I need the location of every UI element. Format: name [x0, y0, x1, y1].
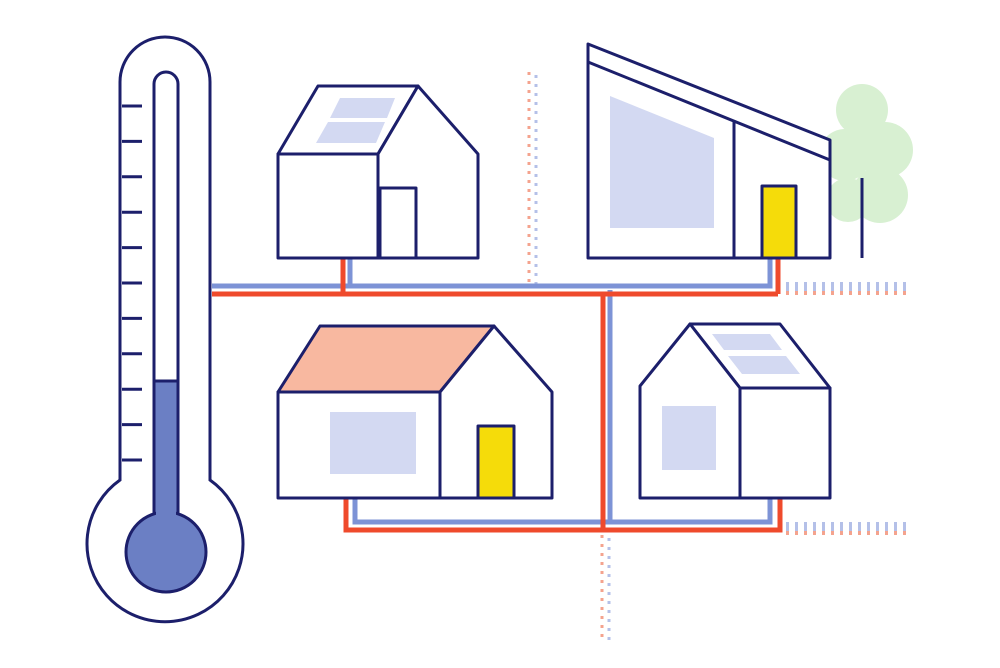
- dashed-boundary-right-top: [786, 282, 910, 295]
- thermometer-ticks: [122, 104, 142, 462]
- return-pipe-network: [40, 258, 773, 525]
- solar-panel-icon: [712, 334, 800, 374]
- dashed-boundary-vertical-bottom: [600, 535, 611, 640]
- window: [662, 406, 716, 470]
- supply-pipe-network: [40, 258, 783, 533]
- house-top-left: [276, 84, 480, 260]
- house-bottom-right: [638, 322, 832, 500]
- window: [610, 96, 714, 228]
- door: [760, 184, 798, 260]
- dashed-boundary-right-bottom: [786, 522, 910, 535]
- door: [476, 424, 516, 500]
- house-bottom-left: [276, 324, 554, 500]
- window: [330, 412, 416, 474]
- house-top-right: [586, 42, 832, 260]
- solar-panel-icon: [316, 98, 395, 143]
- dashed-boundary-vertical-top: [527, 72, 538, 284]
- tree-icon: [819, 84, 913, 258]
- door: [378, 186, 418, 260]
- thermometer-icon: [85, 35, 245, 624]
